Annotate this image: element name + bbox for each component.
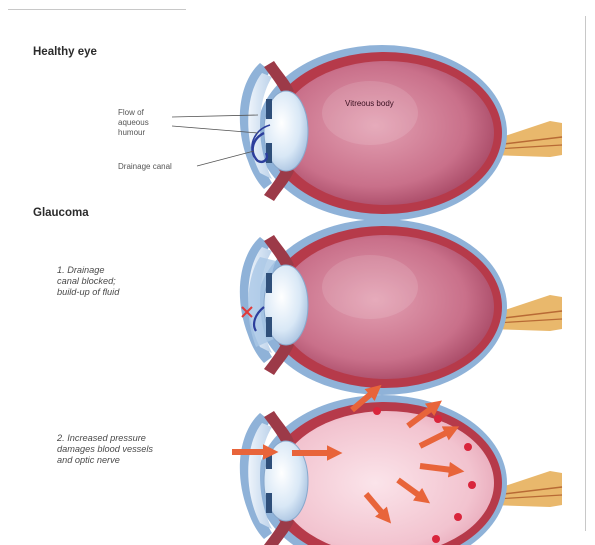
glaucoma-heading: Glaucoma [33,207,89,219]
stage1-caption: 1. Drainage canal blocked; build-up of f… [57,265,119,298]
stage2-caption: 2. Increased pressure damages blood vess… [57,433,153,466]
flow-of-aqueous-humour-label: Flow of aqueous humour [118,108,149,138]
glaucoma-stage2-eye-illustration [240,395,562,545]
glaucoma-stage1-eye-illustration [240,219,562,395]
healthy-eye-heading: Healthy eye [33,46,97,58]
pressure-arrow [420,466,452,470]
healthy-eye-illustration [240,45,562,221]
vitreous-body-label: Vitreous body [345,99,394,108]
drainage-canal-label: Drainage canal [118,162,172,172]
